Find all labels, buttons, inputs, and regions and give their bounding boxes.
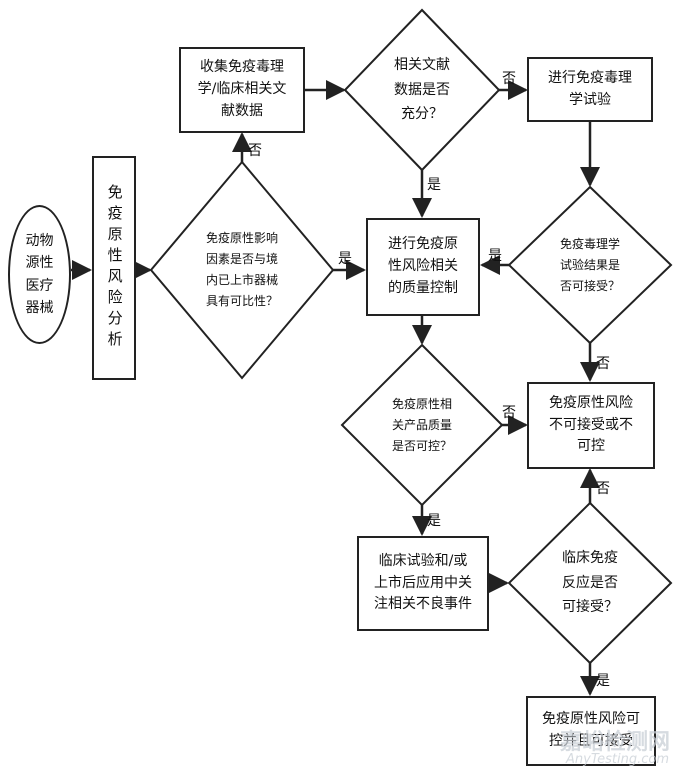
decision-literature: 相关文献 数据是否 充分？ [372, 50, 472, 130]
risk-analysis-label: 免疫原性风险分析 [105, 184, 124, 352]
label-no-literature: 否 [502, 71, 516, 87]
tox-test-label: 进行免疫毒理 学试验 [548, 69, 632, 108]
clinical-monitoring-box: 临床试验和/或 上市后应用中关 注相关不良事件 [357, 536, 489, 631]
risk-unacceptable-box: 免疫原性风险 不可接受或不 可控 [527, 382, 655, 469]
decision-comparable-label: 免疫原性影响 因素是否与境 内已上市器械 具有可比性？ [205, 231, 278, 308]
decision-comparable: 免疫原性影响 因素是否与境 内已上市器械 具有可比性？ [172, 210, 312, 330]
decision-clinical-ok-label: 临床免疫 反应是否 可接受？ [562, 550, 618, 616]
label-yes-comparable: 是 [338, 251, 352, 267]
start-oval-animal-derived-devices: 动物 源性 医疗 器械 [8, 205, 71, 344]
risk-unacceptable-label: 免疫原性风险 不可接受或不 可控 [549, 394, 633, 455]
quality-control-label: 进行免疫原 性风险相关 的质量控制 [388, 236, 458, 296]
label-yes-quality: 是 [427, 513, 441, 529]
label-yes-clinical-ok: 是 [596, 673, 610, 689]
watermark-cn: 嘉峪检测网 [560, 730, 671, 755]
label-no-quality: 否 [502, 405, 516, 421]
decision-quality: 免疫原性相 关产品质量 是否可控？ [367, 385, 477, 465]
decision-quality-label: 免疫原性相 关产品质量 是否可控？ [391, 396, 452, 453]
quality-control-box: 进行免疫原 性风险相关 的质量控制 [366, 218, 480, 316]
decision-clinical-ok: 临床免疫 反应是否 可接受？ [535, 543, 645, 623]
start-label: 动物 源性 医疗 器械 [25, 232, 54, 316]
decision-tox-acceptable: 免疫毒理学 试验结果是 否可接受？ [535, 225, 645, 305]
collect-literature-label: 收集免疫毒理 学/临床相关文 献数据 [197, 59, 287, 119]
watermark-en: AnyTesting.com [566, 752, 670, 767]
tox-test-box: 进行免疫毒理 学试验 [527, 57, 653, 122]
label-no-comparable: 否 [248, 143, 262, 159]
decision-literature-label: 相关文献 数据是否 充分？ [394, 57, 450, 123]
label-yes-tox-acceptable: 是 [488, 248, 502, 264]
label-no-tox-acceptable: 否 [596, 356, 610, 372]
label-no-clinical-ok: 否 [596, 481, 610, 497]
risk-acceptable-label: 免疫原性风险可 控并且可接受 [542, 711, 640, 749]
decision-comparable-shape [149, 160, 335, 380]
risk-analysis-box: 免疫原性风险分析 [92, 156, 136, 380]
label-yes-literature: 是 [427, 177, 441, 193]
clinical-monitoring-label: 临床试验和/或 上市后应用中关 注相关不良事件 [374, 552, 472, 613]
collect-literature-box: 收集免疫毒理 学/临床相关文 献数据 [179, 47, 305, 133]
risk-acceptable-box: 免疫原性风险可 控并且可接受 [526, 696, 656, 766]
decision-tox-acceptable-label: 免疫毒理学 试验结果是 否可接受？ [559, 236, 620, 293]
